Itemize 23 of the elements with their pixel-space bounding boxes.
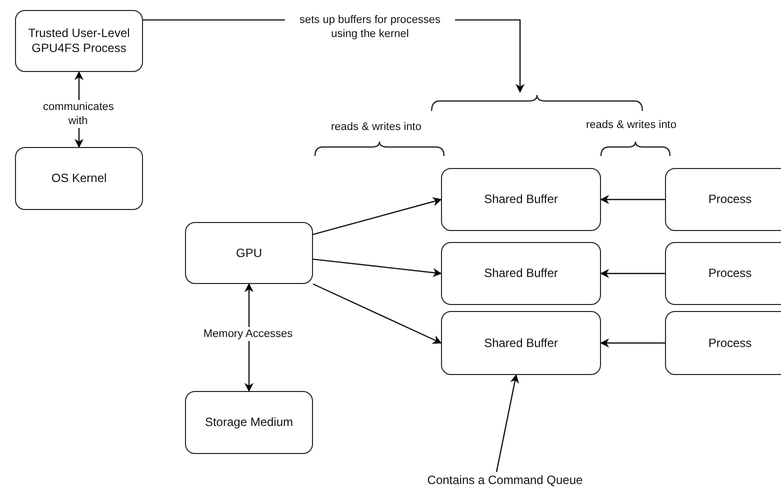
process-box: Process (665, 311, 781, 375)
arrow (600, 195, 665, 204)
brace-label: reads & writes into (331, 121, 422, 133)
arrow (600, 269, 665, 278)
process-box: Storage Medium (185, 391, 313, 454)
arrow (312, 258, 442, 278)
edge-label: sets up buffers for processes using the kernel (285, 13, 455, 41)
process-box: Shared Buffer (441, 168, 601, 231)
process-box: Trusted User-Level GPU4FS Process (15, 10, 143, 72)
leader-arrow (496, 374, 519, 472)
process-box: Shared Buffer (441, 242, 601, 305)
edge-label: communicates with (43, 100, 113, 128)
annotation-text: Contains a Command Queue (420, 472, 590, 488)
arrow (312, 197, 442, 235)
process-box: OS Kernel (15, 147, 143, 210)
process-box: Shared Buffer (441, 311, 601, 375)
arrow (312, 283, 442, 344)
process-box: Process (665, 168, 781, 231)
curly-brace (431, 92, 643, 112)
process-box: GPU (185, 222, 313, 284)
process-box: Process (665, 242, 781, 305)
arrow (600, 338, 665, 348)
brace-label: reads & writes into (586, 119, 676, 131)
